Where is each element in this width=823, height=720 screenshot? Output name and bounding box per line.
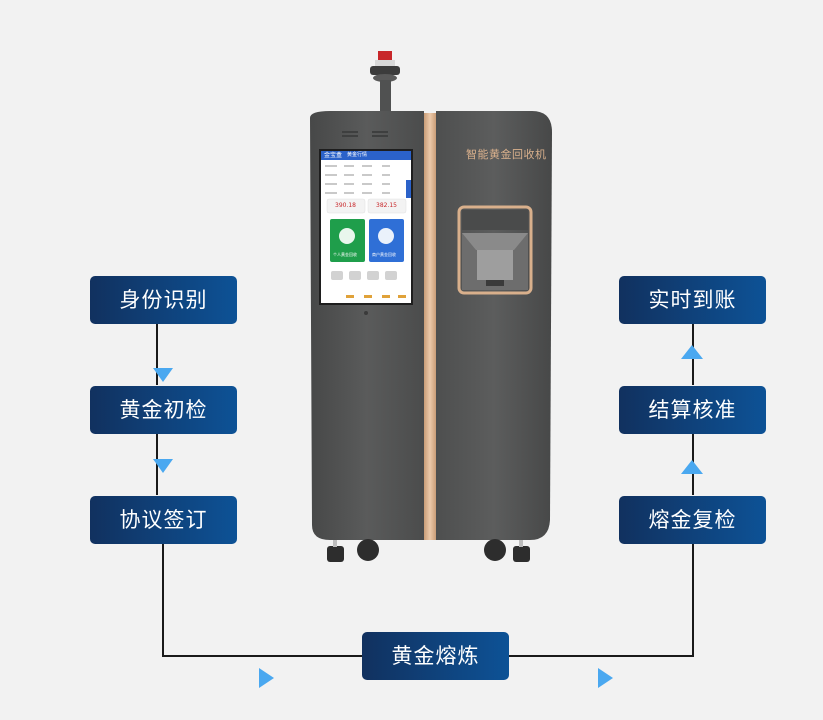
connector-agreement-down — [162, 544, 164, 657]
arrow-up-icon — [681, 345, 703, 359]
screen-app-name: 金宝盒 — [324, 152, 343, 159]
step-recheck: 熔金复检 — [619, 496, 766, 544]
screen-tab: 黄金行情 — [347, 152, 368, 158]
arrow-up-icon — [681, 460, 703, 474]
screen-tile-left: 个人黄金回收 — [333, 252, 357, 257]
warning-light-icon — [370, 51, 400, 114]
screen-price-right: 382.15 — [376, 202, 397, 209]
connector-recheck-up — [692, 544, 694, 657]
screen-tile-right: 商户黄金回收 — [372, 252, 396, 257]
connector-identity-initial — [156, 323, 158, 385]
step-settlement: 结算核准 — [619, 386, 766, 434]
step-arrival: 实时到账 — [619, 276, 766, 324]
connector-bottom-right — [509, 655, 693, 657]
arrow-down-icon — [153, 459, 173, 473]
step-smelting: 黄金熔炼 — [362, 632, 509, 680]
screen-price-left: 390.18 — [335, 202, 356, 209]
step-identity: 身份识别 — [90, 276, 237, 324]
arrow-down-icon — [153, 368, 173, 382]
arrow-right-icon — [598, 668, 613, 688]
arrow-right-icon — [259, 668, 274, 688]
machine-panel-title: 智能黄金回收机 — [466, 148, 547, 161]
step-agreement: 协议签订 — [90, 496, 237, 544]
step-initial-check: 黄金初检 — [90, 386, 237, 434]
connector-bottom-left — [162, 655, 362, 657]
